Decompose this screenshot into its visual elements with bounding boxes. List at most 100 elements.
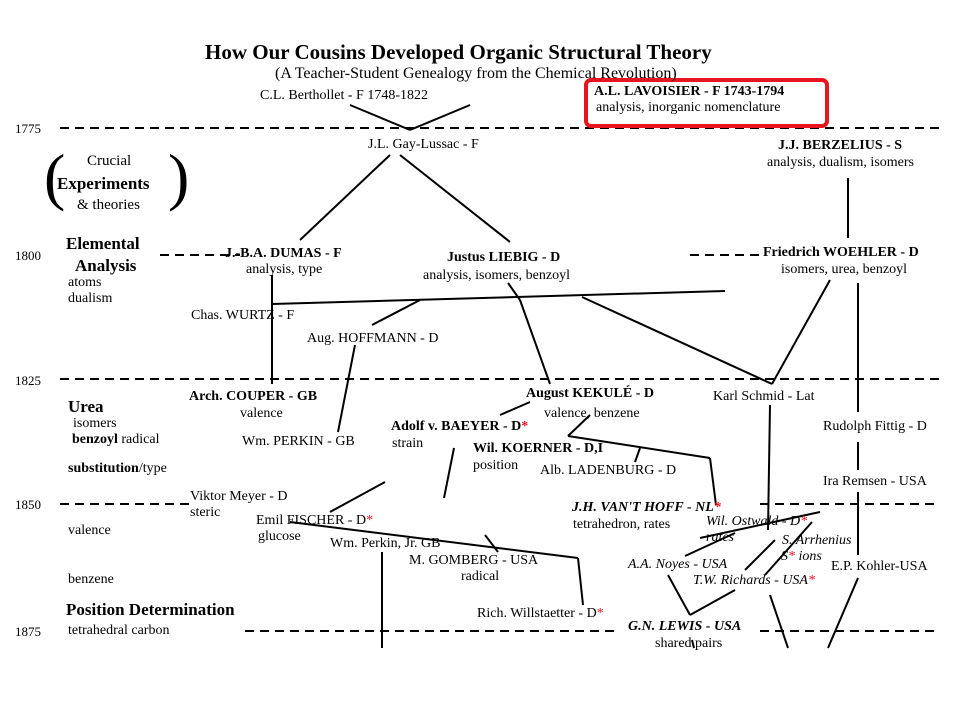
node-perkinjr: Wm. Perkin, Jr. GB [330, 536, 441, 551]
link-schmid-ostwald [767, 404, 771, 531]
theme-tetrahedral-carbon: tetrahedral carbon [68, 623, 170, 638]
node-kohler: E.P. Kohler-USA [831, 559, 928, 574]
node-hoffmann: Aug. HOFFMANN - D [307, 331, 439, 346]
node-couper-name: Arch. COUPER - GB [189, 389, 318, 404]
year-dividers [60, 127, 940, 632]
link-bar-gomberg [484, 534, 499, 553]
node-koerner-name: Wil. KOERNER - D,I [473, 441, 604, 456]
node-fittig: Rudolph Fittig - D [823, 419, 927, 434]
node-kekule-name: August KEKULÉ - D [526, 386, 654, 401]
link-ostwald-noyes [684, 532, 736, 557]
theme-analysis: Analysis [75, 256, 137, 275]
node-vanthoff-star: * [713, 500, 721, 515]
link-koerner-ladenburg [634, 447, 641, 463]
node-lewis-note: shared pairs [655, 636, 723, 651]
link-gaylussac-liebig [399, 154, 511, 243]
link-kekule-baeyer [499, 401, 531, 416]
node-noyes: A.A. Noyes - USA [628, 557, 728, 572]
node-arrhenius-star: * [788, 549, 795, 564]
node-berzelius-name: J.J. BERZELIUS - S [778, 138, 903, 153]
node-lavoisier-note: analysis, inorganic nomenclature [596, 100, 781, 115]
theme-position-determination: Position Determination [66, 600, 235, 619]
node-fischer-note: glucose [258, 529, 301, 544]
node-richards-star: * [807, 573, 815, 588]
theme-dualism: dualism [68, 291, 113, 306]
node-dumas-name: J.-B.A. DUMAS - F [225, 246, 342, 261]
node-gaylussac: J.L. Gay-Lussac - F [368, 137, 479, 152]
link-ostwald-arrhenius [764, 521, 813, 576]
link-kohler-down [827, 577, 859, 649]
left-paren: ( [44, 141, 66, 212]
node-vanthoff-name: J.H. VAN'T HOFF - NL [572, 500, 714, 515]
page-subtitle: (A Teacher-Student Genealogy from the Ch… [275, 65, 677, 82]
node-fischer: Emil FISCHER - D* [256, 513, 373, 529]
theme-substitution: substitution [68, 461, 139, 476]
node-willstaetter-name: Rich. Willstaetter - D [477, 606, 597, 621]
theme-theories: & theories [77, 197, 140, 213]
node-baeyer-name: Adolf v. BAEYER - D [391, 419, 522, 434]
link-richards-down [769, 594, 789, 649]
theme-experiments: Experiments [57, 174, 150, 193]
node-ostwald-name: Wil. Ostwald - D [706, 514, 801, 529]
node-ladenburg: Alb. LADENBURG - D [540, 463, 677, 478]
node-liebig-name: Justus LIEBIG - D [447, 250, 561, 265]
theme-atoms: atoms [68, 275, 102, 290]
node-arrhenius-name: S. Arrhenius [782, 533, 852, 548]
year-label-1800: 1800 [15, 248, 41, 263]
link-bar-hoffmann [371, 299, 421, 326]
link-hoffmann-perkin [337, 344, 356, 433]
link-bar-meyer [329, 481, 386, 513]
lavoisier-highlight-box [584, 78, 829, 128]
link-lavoisier-gaylussac [409, 104, 471, 131]
year-label-1775: 1775 [15, 121, 41, 136]
link-ostwald-richards [744, 539, 776, 571]
link-baeyer-bar [289, 521, 579, 559]
node-koerner-note: position [473, 458, 519, 473]
year-label-1875: 1875 [15, 624, 41, 639]
node-willstaetter-star: * [596, 606, 604, 621]
node-schmid: Karl Schmid - Lat [713, 389, 815, 404]
link-richards-lewis [689, 589, 736, 616]
node-dumas-note: analysis, type [246, 262, 323, 277]
right-paren: ) [168, 141, 190, 212]
theme-isomers: isomers [73, 416, 117, 431]
link-berthollet-gaylussac [349, 104, 411, 131]
node-vanthoff: J.H. VAN'T HOFF - NL* [572, 500, 721, 516]
theme-urea: Urea [68, 397, 104, 416]
theme-crucial: Crucial [87, 153, 132, 169]
node-couper-note: valence [240, 406, 283, 421]
node-lavoisier-name: A.L. LAVOISIER - F 1743-1794 [594, 84, 785, 99]
node-richards: T.W. Richards - USA* [693, 573, 815, 589]
theme-elemental: Elemental [66, 234, 140, 253]
node-meyer-name: Viktor Meyer - D [190, 489, 288, 504]
theme-radical: radical [117, 432, 160, 447]
node-wurtz: Chas. WURTZ - F [191, 308, 295, 323]
node-berzelius-note: analysis, dualism, isomers [767, 155, 914, 170]
node-ostwald-star: * [800, 514, 808, 529]
theme-substitution-type: substitution/type [68, 461, 167, 477]
node-arrhenius-note: ions [795, 549, 822, 564]
node-liebig-note: analysis, isomers, benzoyl [423, 268, 570, 283]
lineage-links [271, 104, 859, 649]
link-vanthoff-ostwald [699, 511, 821, 539]
node-woehler-name: Friedrich WOEHLER - D [763, 245, 919, 260]
link-koerner-vanthoff [709, 457, 717, 506]
node-perkin: Wm. PERKIN - GB [242, 434, 355, 449]
node-willstaetter: Rich. Willstaetter - D* [477, 606, 604, 622]
link-bar-schmid [581, 296, 773, 385]
theme-type: /type [138, 461, 167, 476]
theme-benzoyl: benzoyl [72, 432, 118, 447]
node-baeyer-note: strain [392, 436, 424, 451]
node-remsen: Ira Remsen - USA [823, 474, 927, 489]
node-kekule-note: valence, benzene [544, 406, 640, 421]
link-kekule-koerner [567, 414, 591, 437]
node-gomberg-name: M. GOMBERG - USA [409, 553, 539, 568]
node-arrhenius-initial: S [781, 549, 788, 564]
node-vanthoff-note: tetrahedron, rates [573, 517, 671, 532]
theme-benzoyl-radical: benzoyl radical [72, 432, 159, 448]
link-gaylussac-dumas [299, 154, 391, 241]
theme-benzene: benzene [68, 572, 114, 587]
node-woehler-note: isomers, urea, benzoyl [781, 262, 907, 277]
node-baeyer-star: * [521, 419, 529, 434]
